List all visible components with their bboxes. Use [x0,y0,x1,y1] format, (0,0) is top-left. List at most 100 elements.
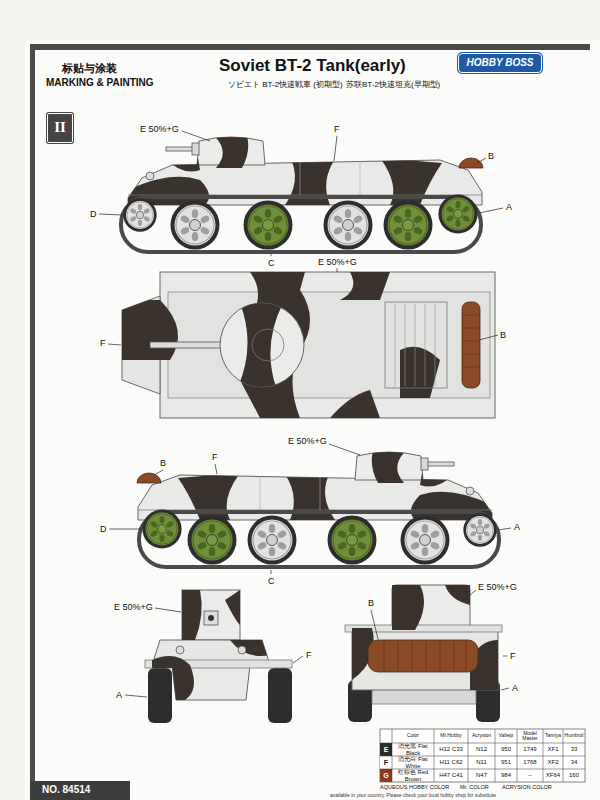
right-side-view [137,447,499,567]
top-view [395,304,435,386]
leader-line [271,254,272,256]
brand-logo: HOBBY BOSS [458,53,542,73]
top-view [252,329,284,361]
front-view [145,590,292,723]
table-cell: 33 [563,743,585,756]
callout-label: C [268,258,275,268]
table-header: Color [392,729,434,743]
callout-label: D [90,209,97,219]
leader-line [479,335,498,340]
callout-label: F [306,650,312,660]
callout-label: E 50%+G [114,602,153,612]
top-view [330,390,380,418]
note-text: NO. 84514 [42,784,90,796]
callout-label: A [506,202,512,212]
callout-label: D [100,524,107,534]
leader-line [99,214,123,215]
leader-line [155,608,181,612]
leader-line [182,131,210,141]
rear-view [392,585,470,630]
callout-label: F [334,124,340,134]
callout-label: C [268,576,275,586]
top-view [220,303,304,387]
callout-label: F [510,651,516,661]
leader-line [293,656,303,663]
paper-sheet [25,40,600,800]
table-cell: 消光黑 Flat Black [392,743,434,756]
leader-line [99,131,511,697]
top-view [400,347,440,398]
leader-line [108,344,121,345]
callout-label: E 50%+G [478,582,517,592]
callout-label: A [514,522,520,532]
table-cell: N11 [468,756,495,769]
note-text: available in your country. Please check … [330,793,496,799]
leader-line [501,688,509,690]
table-cell: 951 [495,756,517,769]
note-text: AQUEOUS HOBBY COLOR [380,784,449,790]
color-table [380,743,392,756]
callout-label: F [212,452,218,462]
table-cell: 1749 [517,743,543,756]
color-table [380,769,392,782]
color-table [380,756,392,769]
front-view [176,646,184,654]
left-side-view [121,132,483,252]
header-text: ソビエト BT-2快速戦車 (初期型) [228,80,343,89]
callout-label: A [116,690,122,700]
leader-line [479,208,503,213]
front-view [182,590,240,640]
callout-label: A [512,683,518,693]
table-cell: 红棕色 Red Brown [392,769,434,782]
table-cell: N47 [468,769,495,782]
rear-view [345,585,502,722]
front-view [204,611,218,625]
top-view [238,303,283,387]
front-view [148,668,172,723]
top-view [150,342,222,348]
front-view [182,590,202,640]
front-view [152,656,194,700]
leader-line [337,268,338,272]
header-text: 苏联BT-2快速坦克(早期型) [346,80,440,89]
leader-line [498,528,511,530]
table-header: Tamiya [543,729,563,743]
leader-line [334,136,337,161]
table-cell: H12 C33 [434,743,468,756]
leader-line [503,656,507,657]
top-view [385,302,447,388]
front-view [152,590,270,700]
callout-label: E 50%+G [318,257,357,267]
table-cell: 消光白 Flat White [392,756,434,769]
header-text: MARKING & PAINTING [46,77,154,89]
top-view [122,272,440,418]
table-cell: 1768 [517,756,543,769]
front-view [208,615,214,621]
note-text: Mr. COLOR [460,784,489,790]
table-header: Acrysion [468,729,495,743]
rear-view [392,585,424,630]
table-cell: E [380,743,392,756]
leader-line [125,695,147,697]
table-cell: H47 C41 [434,769,468,782]
note-text: ACRYSION COLOR [502,784,552,790]
front-view [238,646,246,654]
top-view [238,303,283,387]
callout-label: B [500,330,506,340]
color-table [380,729,585,782]
table-cell: -- [517,769,543,782]
leader-line [477,158,486,163]
table-cell: XF1 [543,743,563,756]
color-table [380,729,585,782]
front-view [268,668,292,723]
front-view [230,640,270,656]
table-cell: F [380,756,392,769]
leader-line [154,470,163,475]
table-cell: 984 [495,769,517,782]
table-cell: N12 [468,743,495,756]
leader-line [109,529,141,530]
top-view [122,300,178,360]
callout-label: B [160,458,166,468]
rear-view [368,640,478,672]
